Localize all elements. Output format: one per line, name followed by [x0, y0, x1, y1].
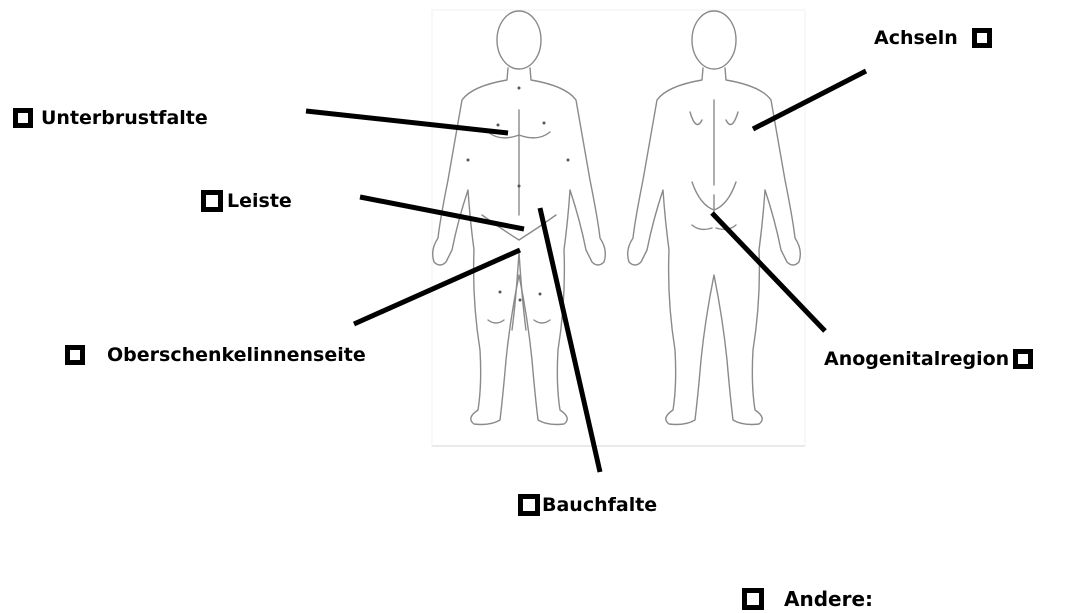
- dot: [519, 299, 522, 302]
- option-andere[interactable]: Andere:: [742, 587, 873, 611]
- label-unterbrustfalte: Unterbrustfalte: [41, 107, 208, 129]
- option-bauchfalte[interactable]: Bauchfalte: [518, 494, 657, 516]
- front-inner-legs: [512, 252, 526, 330]
- pointer-line-leiste: [360, 197, 524, 229]
- pointer-line-anogenitalregion: [712, 213, 825, 331]
- checkbox-andere[interactable]: [742, 588, 764, 610]
- checkbox-unterbrustfalte[interactable]: [13, 108, 33, 128]
- pointer-line-unterbrustfalte: [306, 111, 508, 133]
- pointer-lines: [306, 71, 866, 472]
- checkbox-oberschenkelinnenseite[interactable]: [65, 345, 85, 365]
- back-buttocks: [692, 182, 736, 215]
- dot: [567, 159, 570, 162]
- option-achseln[interactable]: Achseln: [874, 27, 992, 49]
- option-leiste[interactable]: Leiste: [201, 190, 292, 212]
- image-frame: [432, 10, 805, 446]
- checkbox-achseln[interactable]: [972, 28, 992, 48]
- label-bauchfalte: Bauchfalte: [542, 494, 657, 516]
- checkbox-bauchfalte[interactable]: [518, 494, 540, 516]
- front-knees: [488, 320, 550, 323]
- checkbox-leiste[interactable]: [201, 190, 223, 212]
- dot: [518, 87, 521, 90]
- label-leiste: Leiste: [227, 190, 292, 212]
- label-andere: Andere:: [784, 587, 873, 611]
- label-oberschenkelinnenseite: Oberschenkelinnenseite: [107, 344, 366, 366]
- pointer-line-oberschenkelinnenseite: [354, 250, 520, 324]
- pointer-line-bauchfalte: [540, 208, 600, 472]
- pointer-line-achseln: [753, 71, 866, 129]
- option-oberschenkelinnenseite[interactable]: Oberschenkelinnenseite: [65, 344, 366, 366]
- label-anogenitalregion: Anogenitalregion: [824, 348, 1009, 370]
- dot: [539, 293, 542, 296]
- back-head: [692, 11, 736, 69]
- checkbox-anogenitalregion[interactable]: [1013, 349, 1033, 369]
- front-head: [497, 11, 541, 69]
- label-achseln: Achseln: [874, 27, 958, 49]
- dot: [497, 124, 500, 127]
- dot: [518, 185, 521, 188]
- dot: [467, 159, 470, 162]
- dot: [499, 291, 502, 294]
- dot: [543, 122, 546, 125]
- option-unterbrustfalte[interactable]: Unterbrustfalte: [13, 107, 208, 129]
- option-anogenitalregion[interactable]: Anogenitalregion: [824, 348, 1033, 370]
